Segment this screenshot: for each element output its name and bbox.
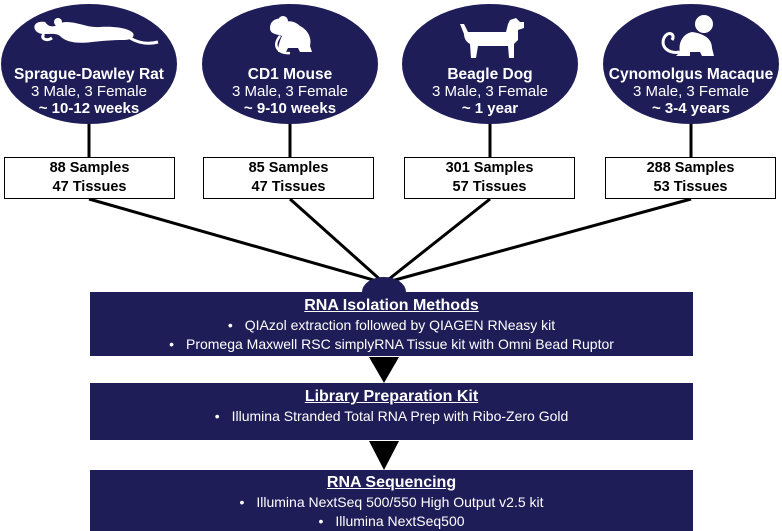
sample-box-rat: 88 Samples 47 Tissues: [4, 157, 175, 199]
sample-box-macaque: 288 Samples 53 Tissues: [605, 157, 776, 199]
species-age: ~ 3-4 years: [652, 100, 730, 117]
rat-icon: [34, 18, 159, 45]
converging-lines: [88, 197, 692, 285]
sample-count: 88 Samples: [49, 160, 130, 176]
tissue-count: 47 Tissues: [251, 179, 326, 195]
line-dog-to-hub: [383, 197, 491, 285]
ellipse-dog: [402, 4, 578, 124]
ellipse-mouse: [202, 4, 378, 124]
species-label-mouse: CD1 Mouse 3 Male, 3 Female ~ 9-10 weeks: [200, 66, 380, 117]
species-age: ~ 1 year: [461, 100, 519, 117]
species-label-macaque: Cynomolgus Macaque 3 Male, 3 Female ~ 3-…: [601, 66, 781, 117]
species-label-rat: Sprague-Dawley Rat 3 Male, 3 Female ~ 10…: [0, 66, 179, 117]
mouse-icon: [270, 16, 312, 55]
sample-count: 301 Samples: [445, 160, 534, 176]
sample-count: 288 Samples: [646, 160, 735, 176]
species-sex: 3 Male, 3 Female: [31, 83, 147, 100]
step-title: RNA Sequencing: [326, 474, 457, 491]
step-sequencing: RNA Sequencing Illumina NextSeq 500/550 …: [90, 473, 693, 531]
species-label-dog: Beagle Dog 3 Male, 3 Female ~ 1 year: [400, 66, 580, 117]
tissue-count: 47 Tissues: [52, 179, 127, 195]
line-rat-to-hub: [88, 197, 385, 285]
step-library: Library Preparation Kit Illumina Strande…: [90, 387, 693, 426]
species-name: Cynomolgus Macaque: [608, 66, 774, 83]
step-title: RNA Isolation Methods: [304, 297, 479, 314]
step-isolation: RNA Isolation Methods QIAzol extraction …: [90, 296, 693, 354]
species-sex: 3 Male, 3 Female: [432, 83, 548, 100]
ellipse-connectors: [87, 120, 693, 157]
species-sex: 3 Male, 3 Female: [633, 83, 749, 100]
sample-box-mouse: 85 Samples 47 Tissues: [203, 157, 374, 199]
step-bullet: Illumina Stranded Total RNA Prep with Ri…: [90, 407, 693, 426]
monkey-icon: [661, 15, 714, 56]
dog-icon: [460, 18, 524, 58]
line-mouse-to-hub: [289, 197, 385, 285]
step-bullet: Illumina NextSeq500: [90, 512, 693, 531]
sample-count: 85 Samples: [248, 160, 329, 176]
step-title: Library Preparation Kit: [304, 388, 479, 405]
species-name: Sprague-Dawley Rat: [14, 66, 164, 83]
species-ellipses: [1, 4, 779, 124]
step-bullet: Illumina NextSeq 500/550 High Output v2.…: [90, 493, 693, 512]
arrow-down-2: [369, 441, 399, 470]
step-bullet: Promega Maxwell RSC simplyRNA Tissue kit…: [90, 335, 693, 354]
tissue-count: 53 Tissues: [653, 179, 728, 195]
arrow-down-1: [369, 357, 399, 383]
convergence-hub: [362, 277, 406, 292]
sample-box-dog: 301 Samples 57 Tissues: [404, 157, 575, 199]
tissue-count: 57 Tissues: [452, 179, 527, 195]
ellipse-macaque: [603, 4, 779, 124]
species-name: CD1 Mouse: [247, 66, 333, 83]
species-age: ~ 10-12 weeks: [38, 100, 140, 117]
species-sex: 3 Male, 3 Female: [232, 83, 348, 100]
step-bullet: QIAzol extraction followed by QIAGEN RNe…: [90, 316, 693, 335]
line-macaque-to-hub: [383, 197, 692, 285]
species-age: ~ 9-10 weeks: [243, 100, 337, 117]
species-name: Beagle Dog: [447, 66, 533, 83]
